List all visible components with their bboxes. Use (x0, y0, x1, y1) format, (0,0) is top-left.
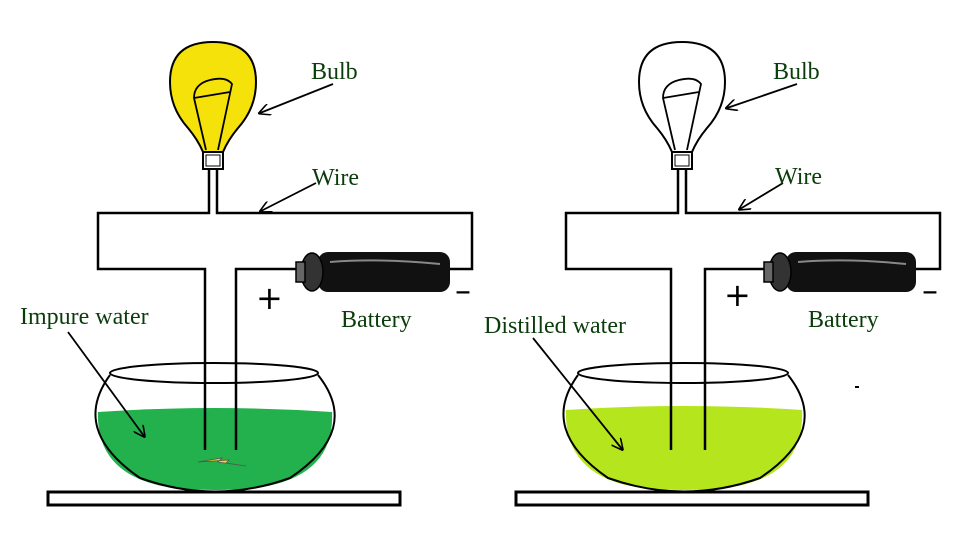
left-battery (295, 252, 450, 292)
left-bowl-rim (109, 362, 319, 384)
right-battery (763, 252, 916, 292)
right-battery-label: Battery (808, 307, 879, 333)
right-positive-sign: + (724, 276, 751, 314)
right-bulb-arrow (727, 83, 798, 108)
right-bowl (562, 374, 806, 493)
left-circuit-wire (96, 170, 474, 450)
right-circuit-wire (564, 170, 942, 450)
right-platform (514, 490, 870, 507)
left-bowl (94, 374, 336, 493)
left-bulb-label: Bulb (311, 59, 358, 85)
left-bulb-arrow (260, 83, 334, 113)
right-wire-arrow (740, 182, 784, 209)
left-positive-sign: + (256, 279, 283, 317)
right-bulb-filament (662, 77, 702, 151)
right-negative-sign: – (922, 271, 938, 309)
left-spark (197, 457, 247, 467)
left-bulb-glass (168, 40, 258, 153)
right-bowl-rim (577, 362, 789, 384)
right-stray-mark (855, 386, 859, 388)
right-setup: Bulb Wire Battery Distilled water + – (484, 40, 942, 507)
left-setup: Bulb Wire Battery Impure water + – (20, 40, 474, 507)
right-wire-label: Wire (775, 164, 822, 190)
left-bulb (168, 40, 258, 170)
left-wire-label: Wire (312, 165, 359, 191)
left-battery-label: Battery (341, 307, 412, 333)
left-water-arrow (67, 331, 144, 436)
right-bulb-glass (637, 40, 727, 153)
right-water-arrow (532, 337, 622, 449)
left-water (97, 408, 333, 490)
left-water-label: Impure water (20, 304, 149, 330)
left-wire-arrow (261, 182, 317, 211)
right-bulb (637, 40, 727, 170)
right-water (565, 406, 803, 490)
left-bulb-filament (193, 77, 233, 151)
right-bulb-label: Bulb (773, 59, 820, 85)
left-platform (46, 490, 402, 507)
left-negative-sign: – (455, 271, 471, 309)
right-water-label: Distilled water (484, 313, 626, 339)
